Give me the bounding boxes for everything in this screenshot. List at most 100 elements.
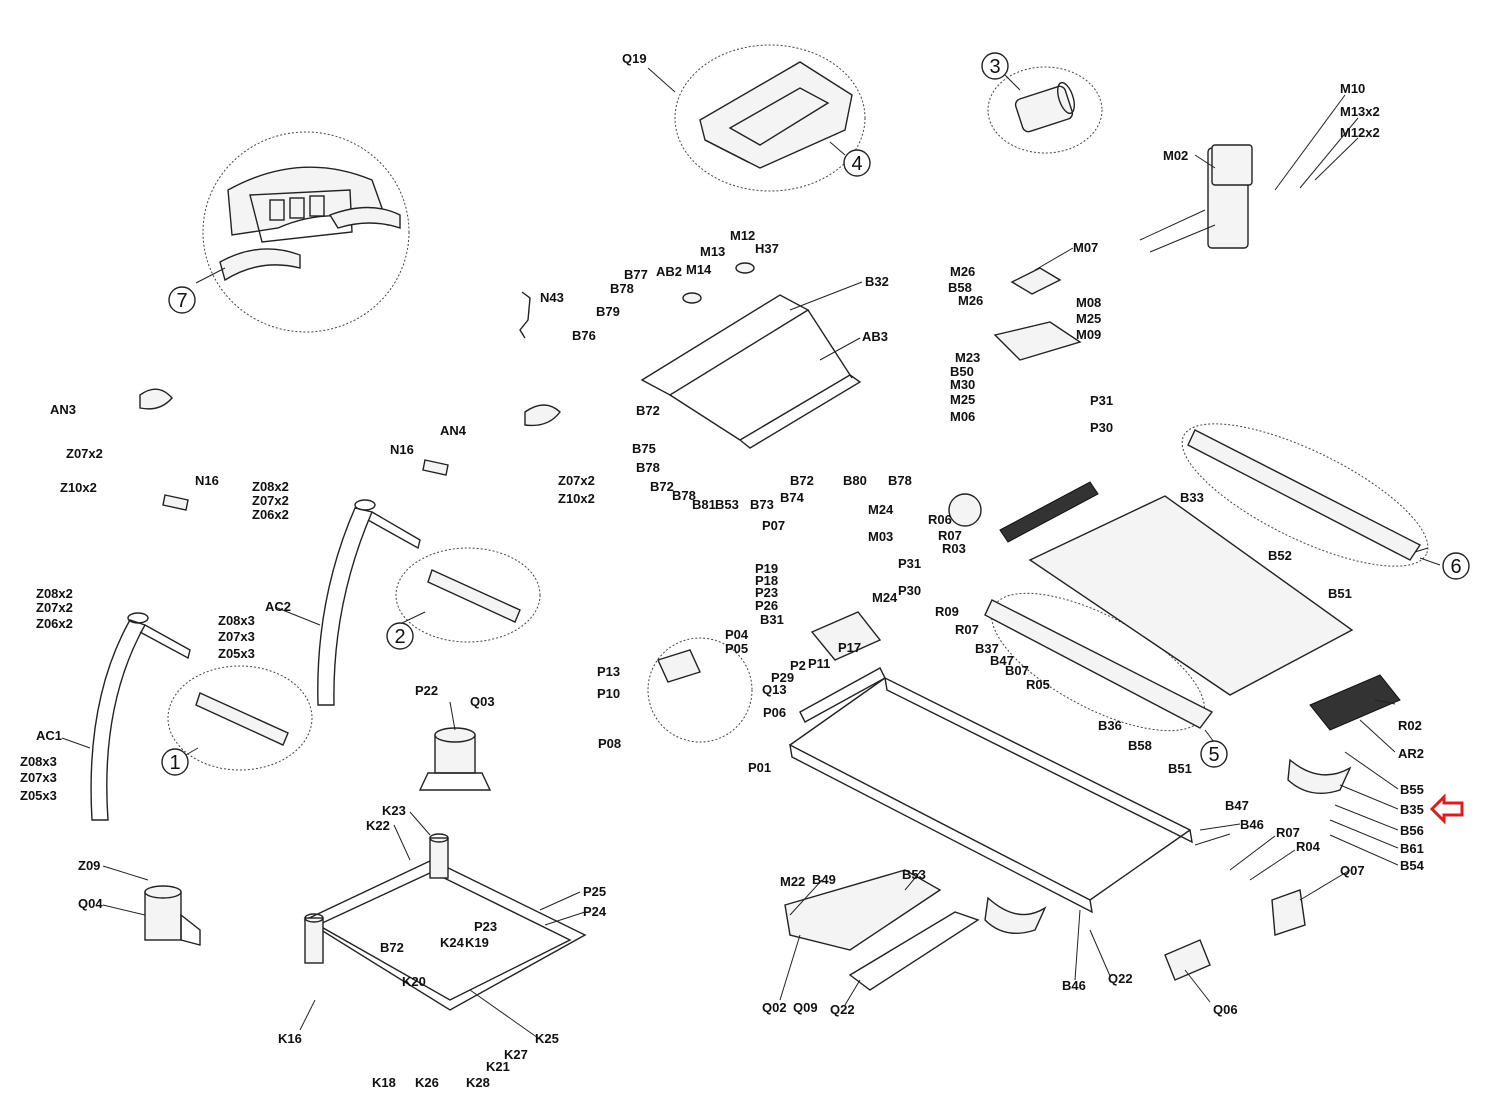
label-M03: M03	[868, 529, 893, 544]
label-N43: N43	[540, 290, 564, 305]
label-M12: M12	[730, 228, 755, 243]
label-Z07x2-a: Z07x2	[66, 446, 103, 461]
label-M30: M30	[950, 377, 975, 392]
handrail-pad-1	[195, 692, 289, 746]
label-M02: M02	[1163, 148, 1188, 163]
label-Z07x3-a: Z07x3	[218, 629, 255, 644]
rear-foot-right	[1287, 758, 1352, 794]
callout-3: 3	[989, 56, 1000, 78]
base-q04	[144, 885, 201, 946]
label-H37: H37	[755, 241, 779, 256]
label-Z08x3-b: Z08x3	[20, 754, 57, 769]
label-Z08x2-c: Z08x2	[36, 586, 73, 601]
console-assembly	[219, 166, 401, 282]
label-R09: R09	[935, 604, 959, 619]
label-M13x2: M13x2	[1340, 104, 1380, 119]
label-R04: R04	[1296, 839, 1321, 854]
label-Z07x2-b: Z07x2	[252, 493, 289, 508]
label-B51-b: B51	[1168, 761, 1192, 776]
callout-4: 4	[851, 153, 862, 175]
label-K24: K24	[440, 935, 465, 950]
callout-circle-4	[843, 149, 871, 177]
label-R07-c: R07	[1276, 825, 1300, 840]
bubble-1	[167, 665, 313, 771]
label-Q06: Q06	[1213, 1002, 1238, 1017]
wiring-bubble	[647, 637, 753, 743]
label-Q19: Q19	[622, 51, 647, 66]
grip-n16-right	[422, 459, 449, 476]
upright-right	[317, 499, 421, 706]
label-M25-a: M25	[1076, 311, 1101, 326]
label-AB3: AB3	[862, 329, 888, 344]
lift-motor	[1139, 144, 1253, 253]
label-B79: B79	[596, 304, 620, 319]
label-R02: R02	[1398, 718, 1422, 733]
label-Q22-b: Q22	[1108, 971, 1133, 986]
label-B76: B76	[572, 328, 596, 343]
label-M24-b: M24	[872, 590, 898, 605]
label-B33: B33	[1180, 490, 1204, 505]
lift-bracket	[993, 267, 1082, 361]
label-Z08x2-a: Z08x2	[252, 479, 289, 494]
bubble-3	[987, 66, 1103, 154]
label-P2: P2	[790, 658, 806, 673]
label-M24-a: M24	[868, 502, 894, 517]
label-M06: M06	[950, 409, 975, 424]
label-B07: B07	[1005, 663, 1029, 678]
label-N16-a: N16	[195, 473, 219, 488]
motor-hood	[699, 61, 853, 169]
label-P26: P26	[755, 598, 778, 613]
label-B77: B77	[624, 267, 648, 282]
main-frame	[789, 667, 1193, 914]
label-P19: P19	[755, 561, 778, 576]
label-P31-a: P31	[1090, 393, 1113, 408]
bubble-4	[674, 44, 866, 192]
label-Z07x3-b: Z07x3	[20, 770, 57, 785]
label-M07: M07	[1073, 240, 1098, 255]
label-R05: R05	[1026, 677, 1050, 692]
label-Z07x2-d: Z07x2	[36, 600, 73, 615]
callout-7: 7	[176, 290, 187, 312]
handrail-pad-2	[427, 569, 521, 623]
label-P06: P06	[763, 705, 786, 720]
label-M25-b: M25	[950, 392, 975, 407]
label-B81: B81	[692, 497, 716, 512]
label-B55: B55	[1400, 782, 1424, 797]
label-K18: K18	[372, 1075, 396, 1090]
callout-circle-2	[386, 622, 414, 650]
front-roller	[948, 481, 1099, 543]
label-B75: B75	[632, 441, 656, 456]
label-B78-a: B78	[610, 281, 634, 296]
callout-2: 2	[394, 626, 405, 648]
label-P22: P22	[415, 683, 438, 698]
callout-1: 1	[169, 752, 180, 774]
label-M08: M08	[1076, 295, 1101, 310]
label-B54: B54	[1400, 858, 1425, 873]
label-P30-a: P30	[1090, 420, 1113, 435]
label-K23: K23	[382, 803, 406, 818]
label-P05: P05	[725, 641, 748, 656]
end-cap-q06	[1164, 939, 1211, 981]
grip-n16-left	[162, 494, 189, 511]
label-AC1: AC1	[36, 728, 62, 743]
label-B46-a: B46	[1240, 817, 1264, 832]
label-B31: B31	[760, 612, 784, 627]
label-B72-b: B72	[650, 479, 674, 494]
label-P17: P17	[838, 640, 861, 655]
bubble-6	[1181, 423, 1429, 567]
base-q03	[418, 727, 492, 791]
label-B56: B56	[1400, 823, 1424, 838]
leader-lines	[61, 67, 1441, 1039]
label-M12x2: M12x2	[1340, 125, 1380, 140]
bubble-2	[395, 547, 541, 643]
label-B36: B36	[1098, 718, 1122, 733]
label-B58-a: B58	[948, 280, 972, 295]
label-K26: K26	[415, 1075, 439, 1090]
label-M14: M14	[686, 262, 712, 277]
label-B72-a: B72	[636, 403, 660, 418]
label-P04: P04	[725, 627, 749, 642]
label-M13: M13	[700, 244, 725, 259]
label-Z10x2-b: Z10x2	[558, 491, 595, 506]
bottom-cover	[784, 869, 942, 951]
